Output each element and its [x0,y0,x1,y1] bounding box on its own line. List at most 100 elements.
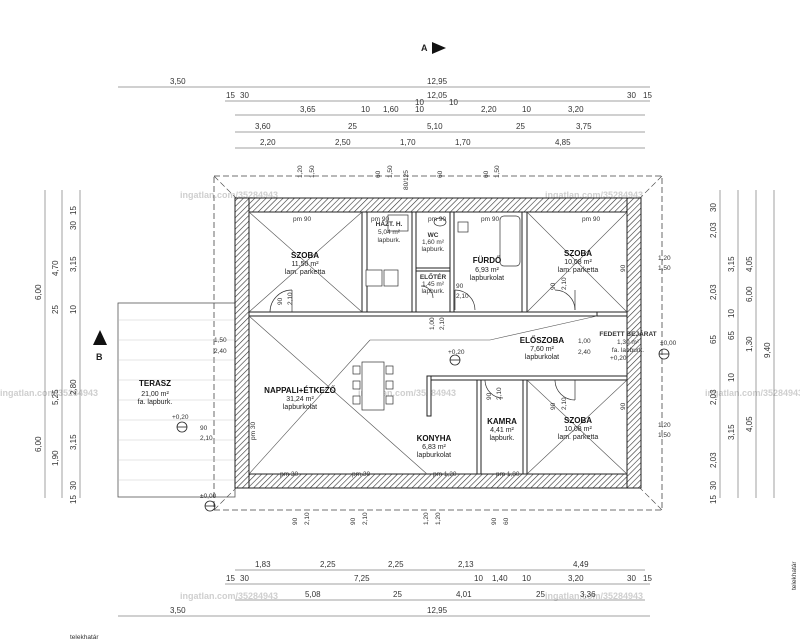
watermark: ingatlan.com/35284943 [545,190,643,200]
dim-left-inner-c: 3,15 [69,256,78,272]
dim-bot-2d: 10 [474,574,483,583]
dim-right-d1: 9,40 [763,342,772,358]
dim-left-outer-a: 6,00 [34,284,43,300]
opening-label: 2,10 [287,292,294,305]
level-entry: +0,20 [610,355,627,362]
room-name: ELŐSZOBA [520,336,565,345]
exterior-walls [234,197,642,489]
dim-bot-1d: 2,13 [458,560,474,569]
room-floor: lapburk. [421,288,444,295]
opening-label: 90 [200,425,208,432]
room-area: 1,60 m² [422,239,445,246]
room-area: 1,45 m² [422,281,445,288]
dim-top-2d: 30 [627,91,636,100]
dim-right-b3: 65 [727,331,736,340]
room-name: HÁZT. H. [376,219,403,228]
dim-right-a6: 2,03 [709,452,718,468]
side-note: telekhatár [791,561,798,590]
level-living: +0,20 [448,349,465,356]
dim-bot-1e: 4,49 [573,560,589,569]
dim-top-6c: 1,70 [400,138,416,147]
dim-left-mid-d: 1,90 [51,450,60,466]
opening-label: 60 [483,170,490,178]
dim-top-4b: 10 [361,105,370,114]
opening-label: 90 [550,282,557,290]
opening-label: pm 30 [352,471,370,478]
dim-right-c4: 4,05 [745,416,754,432]
right-dimensions: 30 2,03 2,03 65 2,03 2,03 30 15 3,15 10 … [709,203,772,504]
opening-label: 1,20 [658,422,671,429]
room-area: 1,30 m² [617,339,640,346]
section-marker: B [96,352,103,362]
room-area: 4,41 m² [490,427,514,434]
room-area: 21,00 m² [141,391,169,398]
room-area: 10,08 m² [564,259,592,266]
room-terasz: TERASZ 21,00 m² fa. lapburk. [138,379,173,406]
section-marker-b: B [93,330,107,362]
dim-top-4c: 1,60 [383,105,399,114]
room-nappali: NAPPALI+ÉTKEZŐ 31,24 m² lapburkolat [264,386,336,411]
opening-label: 2,10 [496,387,503,400]
room-name: SZOBA [291,251,319,260]
opening-label: 60 [503,517,510,525]
room-fedett-bejarat: FEDETT BEJÁRAT 1,30 m² fa. lapburk. [599,329,656,354]
room-floor: lam. parketta [558,267,599,274]
dim-top-4d: 10 [415,105,424,114]
dim-top-4a: 3,65 [300,105,316,114]
opening-label: 90 [550,402,557,410]
room-konyha: KONYHA 6,83 m² lapburkolat [417,434,452,459]
opening-label: 2,40 [578,349,591,356]
fixtures [365,214,521,287]
dim-bot-4b: 12,95 [427,606,448,615]
room-floor: lam. parketta [558,434,599,441]
opening-label: 1,20 [423,512,430,525]
opening-label: 1,00 [578,338,591,345]
opening-label: pm 1,20 [433,471,457,478]
dim-top-5e: 3,75 [576,122,592,131]
opening-label: pm 90 [428,216,446,223]
room-floor: lapburkolat [525,354,559,361]
dim-top-5a: 3,60 [255,122,271,131]
dim-right-a3: 2,03 [709,284,718,300]
room-kamra: KAMRA 4,41 m² lapburk. [487,417,517,442]
opening-label: pm 90 [481,216,499,223]
dim-right-a8: 15 [709,495,718,504]
watermark: ingatlan.com/35284943 [705,388,800,398]
room-floor: lapburk. [377,237,400,244]
dim-bot-3b: 25 [393,590,402,599]
bottom-note: telekhatár [70,634,99,641]
dim-left-inner-g: 30 [69,481,78,490]
dim-right-c2: 6,00 [745,286,754,302]
dim-top-4f: 10 [522,105,531,114]
dim-top-6e: 4,85 [555,138,571,147]
room-area: 31,24 m² [286,396,314,403]
north-marker: A [421,43,428,53]
watermark: ingatlan.com/35284943 [0,388,98,398]
room-area: 5,04 m² [378,229,401,236]
dim-top-2c: 12,05 [427,91,448,100]
dim-left-mid-a: 4,70 [51,260,60,276]
opening-label: 1,20 [297,165,304,178]
dim-bot-3e: 3,36 [580,590,596,599]
dim-left-outer-b: 6,00 [34,436,43,452]
room-furdo: FÜRDŐ 6,93 m² lapburkolat [470,256,504,282]
opening-label: 1,20 [435,512,442,525]
opening-label: 2,10 [561,397,568,410]
dim-top-1b: 12,95 [427,77,448,86]
opening-label: 80/125 [403,170,410,190]
level-ground: ±0,00 [200,493,217,500]
room-name: WC [428,232,439,239]
room-name: KAMRA [487,417,517,426]
room-floor: lapburkolat [470,275,504,282]
opening-label: 1,50 [214,337,227,344]
room-area: 11,50 m² [291,261,319,268]
dim-left-mid-c: 5,25 [51,389,60,405]
room-name: KONYHA [417,434,452,443]
level-markers [176,348,670,512]
room-area: 10,08 m² [564,426,592,433]
dim-right-c1: 4,05 [745,256,754,272]
left-dimension-lines [44,190,81,498]
dim-bot-4a: 3,50 [170,606,186,615]
dim-bot-3c: 4,01 [456,590,472,599]
